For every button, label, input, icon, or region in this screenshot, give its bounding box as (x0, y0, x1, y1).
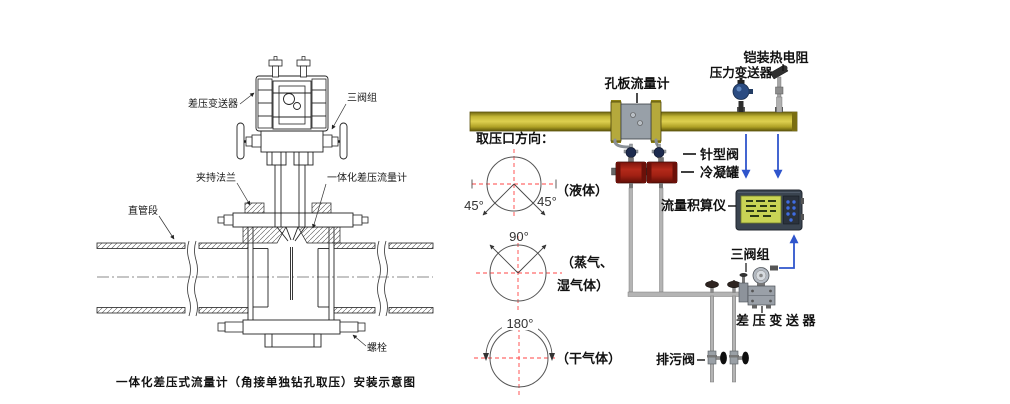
transmitter-top-bolts (268, 56, 311, 78)
pipe-break-symbol (187, 240, 388, 317)
orifice-flange-right (650, 101, 662, 142)
right-system-diagram: 45° 45° （液体） 90° （蒸气、 湿气体） 180° （干气体） (464, 50, 816, 397)
label-flow-totalizer: 流量积算仪 (661, 198, 727, 213)
flow-totalizer-device (735, 189, 804, 231)
label-valve-manifold-right: 三阀组 (730, 247, 769, 262)
label-steam-line2: 湿气体） (557, 278, 609, 293)
needle-valve-right (653, 147, 665, 158)
tap-circle-steam: 90° （蒸气、 湿气体） (476, 229, 613, 311)
left-installation-diagram: 差压变送器 三阀组 夹持法兰 一体化差压流量计 直管段 螺栓 一体化差压式流量计… (96, 56, 434, 389)
orifice-flange-left (610, 101, 622, 142)
signal-arrow-dp (779, 234, 799, 269)
label-liquid: （液体） (556, 183, 608, 198)
clamp-flange (217, 202, 369, 228)
label-tap-direction: 取压口方向： (476, 131, 554, 146)
tap-circle-drygas: 180° （干气体） (474, 316, 621, 397)
right-labels: 孔板流量计 压力变送器 铠装热电阻 取压口方向： 针型阀 冷凝罐 流量积算仪 三… (476, 50, 816, 367)
drain-valve-handle-left (720, 351, 727, 365)
manifold-handle-right (339, 122, 348, 160)
label-integrated-meter: 一体化差压流量计 (327, 171, 407, 184)
label-pressure-transmitter: 压力变送器 (710, 65, 773, 80)
label-angle-180: 180° (507, 316, 534, 331)
signal-arrows (741, 134, 799, 269)
manifold-dp-transmitter (738, 265, 778, 309)
tube-unions (266, 151, 314, 166)
drain-valves (707, 350, 749, 365)
label-clamp-flange: 夹持法兰 (196, 171, 236, 184)
drain-valve-handle-right (742, 351, 749, 365)
label-drain-valve: 排污阀 (656, 352, 695, 367)
tee-valves (705, 280, 741, 293)
label-armored-rtd: 铠装热电阻 (743, 50, 808, 65)
pipe-end-cap (792, 112, 797, 131)
totalizer-screen-text (746, 200, 776, 217)
orifice-carrier (242, 226, 341, 244)
label-steam-line1: （蒸气、 (561, 255, 613, 270)
bottom-flange (217, 319, 366, 348)
label-straight-pipe: 直管段 (128, 204, 158, 217)
rtd-device (769, 64, 789, 113)
pressure-transmitter-device (732, 77, 753, 112)
label-condensate-pot: 冷凝罐 (700, 165, 739, 180)
left-labels: 差压变送器 三阀组 夹持法兰 一体化差压流量计 直管段 螺栓 一体化差压式流量计… (116, 91, 416, 389)
manifold-handle-left (236, 122, 245, 160)
dp-transmitter-device (255, 56, 329, 132)
orifice-assembly (610, 100, 662, 143)
needle-valve-left (625, 147, 637, 158)
left-diagram-caption: 一体化差压式流量计（角接单独钻孔取压）安装示意图 (116, 375, 416, 389)
label-dp-transmitter-right: 差 压 变 送 器 (736, 313, 816, 328)
tap-circle-liquid: 45° 45° （液体） (464, 149, 608, 219)
orifice-block (620, 103, 652, 140)
label-needle-valve: 针型阀 (699, 147, 739, 162)
label-bolt: 螺栓 (367, 341, 387, 354)
label-dp-transmitter: 差压变送器 (188, 97, 238, 110)
impulse-tubes (274, 165, 306, 227)
valve-manifold-device (236, 122, 348, 160)
label-valve-manifold: 三阀组 (347, 91, 377, 104)
label-angle-45-right: 45° (537, 194, 557, 209)
straight-pipe-walls (96, 240, 434, 317)
condensate-pots (611, 157, 678, 188)
label-angle-90: 90° (509, 229, 529, 244)
label-dry-gas: （干气体） (556, 351, 621, 366)
label-orifice-meter: 孔板流量计 (604, 76, 669, 91)
label-angle-45-left: 45° (464, 198, 484, 213)
